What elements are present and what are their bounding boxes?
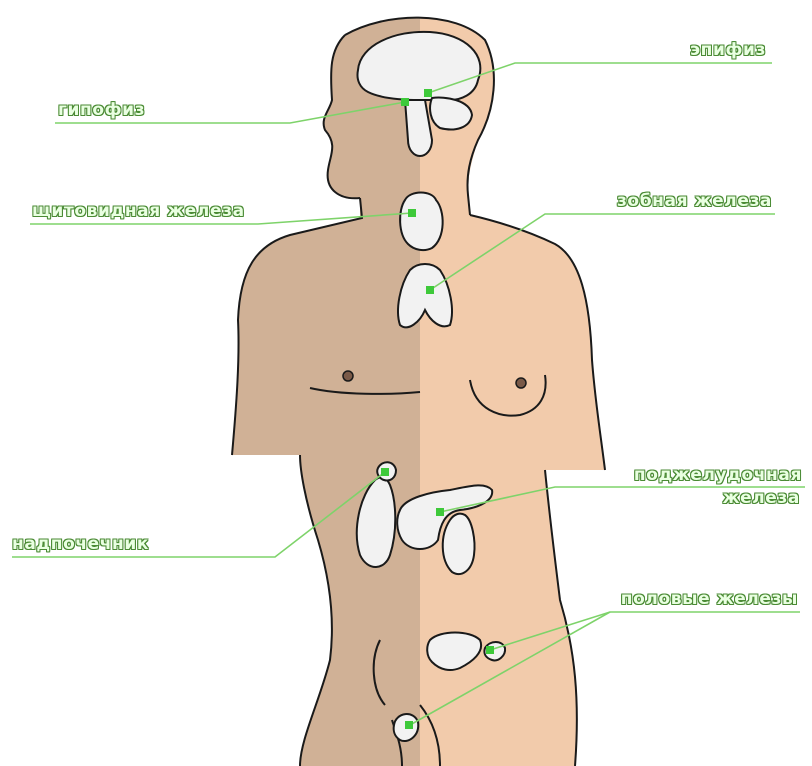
dot-testis xyxy=(405,721,413,729)
dot-pituitary xyxy=(401,98,409,106)
label-pancreas-line2: железа xyxy=(723,489,800,508)
thyroid xyxy=(400,193,443,251)
label-gonads: половые железы xyxy=(621,590,798,609)
label-thymus: зобная железа xyxy=(617,192,772,211)
label-pancreas-line1: поджелудочная xyxy=(634,466,802,485)
dot-pancreas xyxy=(436,508,444,516)
dot-adrenal xyxy=(381,468,389,476)
label-pituitary: гипофиз xyxy=(58,101,145,120)
dot-pineal xyxy=(424,89,432,97)
label-thyroid: щитовидная железа xyxy=(32,202,245,221)
label-adrenal: надпочечник xyxy=(12,535,149,554)
label-pineal: эпифиз xyxy=(690,41,766,60)
kidney-right xyxy=(443,514,475,574)
dot-thyroid xyxy=(408,209,416,217)
dot-thymus xyxy=(426,286,434,294)
dot-ovary xyxy=(486,646,494,654)
